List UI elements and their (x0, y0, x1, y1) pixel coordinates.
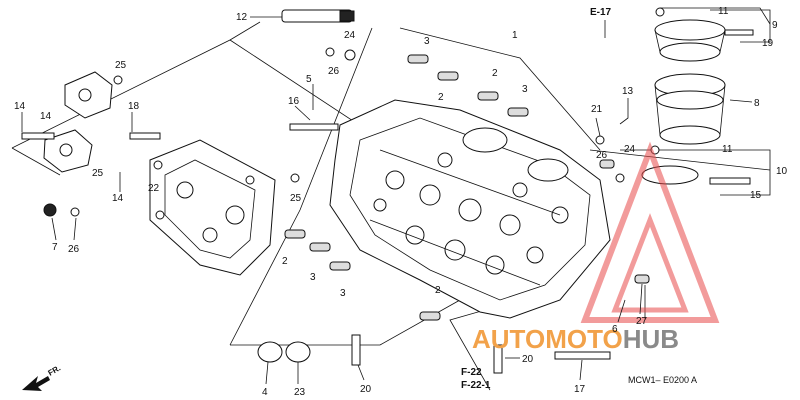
ref-e17: E-17 (590, 7, 612, 18)
callout-leaders (21, 16, 753, 385)
callout-25: 25 (115, 60, 127, 71)
fasteners (21, 7, 754, 374)
direction-label: FR. (47, 363, 63, 377)
callout-25: 25 (92, 168, 104, 179)
callout-12: 12 (236, 12, 248, 23)
ref-f22-1: F-22-1 (461, 380, 491, 391)
callout-14: 14 (40, 111, 52, 122)
callouts: 1 2 2 2 2 3 3 3 3 4 5 6 7 8 9 10 11 11 1… (14, 6, 788, 398)
callout-3: 3 (310, 272, 316, 283)
rocker-holders (43, 71, 113, 173)
callout-25: 25 (290, 193, 302, 204)
callout-26: 26 (596, 150, 608, 161)
callout-5: 5 (306, 74, 312, 85)
callout-2: 2 (435, 285, 441, 296)
callout-21: 21 (591, 104, 603, 115)
callout-11: 11 (718, 6, 729, 17)
callout-19: 19 (762, 38, 774, 49)
head-cover-plate (149, 139, 276, 276)
callout-11: 11 (722, 144, 733, 155)
callout-24: 24 (624, 144, 636, 155)
callout-14: 14 (14, 101, 26, 112)
callout-3: 3 (424, 36, 430, 47)
callout-20: 20 (522, 354, 534, 365)
watermark-triangle (580, 141, 720, 323)
callout-17: 17 (574, 384, 586, 395)
callout-2: 2 (438, 92, 444, 103)
callout-23: 23 (294, 387, 306, 398)
callout-26: 26 (328, 66, 340, 77)
callout-16: 16 (288, 96, 300, 107)
callout-8: 8 (754, 98, 760, 109)
callout-15: 15 (750, 190, 762, 201)
callout-24: 24 (344, 30, 356, 41)
callout-18: 18 (128, 101, 140, 112)
callout-20: 20 (360, 384, 372, 395)
front-direction-arrow-icon (22, 376, 50, 391)
callout-2: 2 (282, 256, 288, 267)
callout-22: 22 (148, 183, 160, 194)
callout-1: 1 (512, 30, 518, 41)
callout-3: 3 (340, 288, 346, 299)
callout-10: 10 (776, 166, 788, 177)
watermark-text: AUTOMOTOHUB (472, 324, 679, 354)
ref-f22: F-22 (461, 367, 482, 378)
callout-7: 7 (52, 242, 58, 253)
callout-26: 26 (68, 244, 80, 255)
cylinder-head (329, 99, 611, 319)
diagram-code: MCW1– E0200 A (628, 375, 697, 385)
callout-27: 27 (636, 316, 648, 327)
insulators (257, 19, 726, 363)
callout-2: 2 (492, 68, 498, 79)
callout-3: 3 (522, 84, 528, 95)
callout-9: 9 (772, 20, 778, 31)
callout-13: 13 (622, 86, 634, 97)
callout-4: 4 (262, 387, 268, 398)
callout-14: 14 (112, 193, 124, 204)
callout-6: 6 (612, 324, 618, 335)
